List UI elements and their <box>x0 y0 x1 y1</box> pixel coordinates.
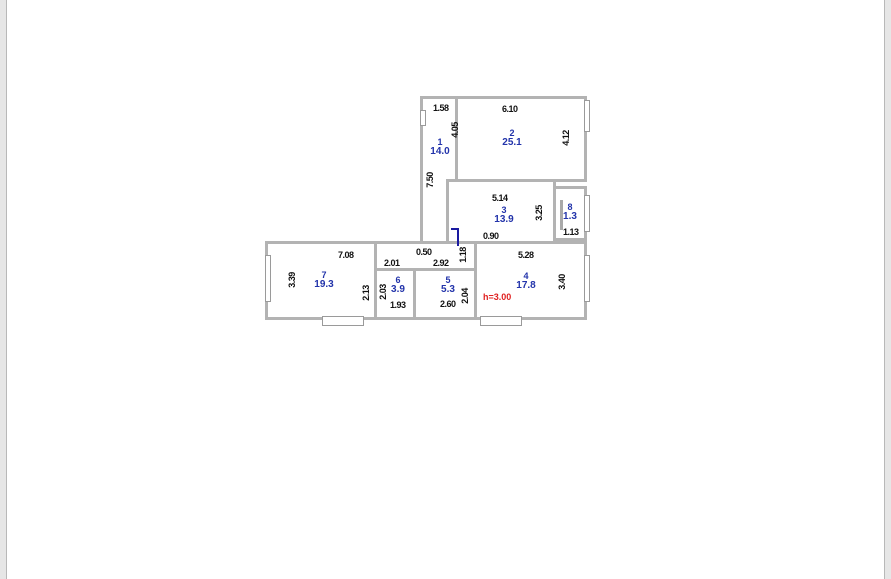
dimension-label: 5.14 <box>492 193 508 203</box>
dimension-label: 4.05 <box>449 122 460 138</box>
dimension-label: 3.39 <box>286 272 297 288</box>
dimension-label: 2.13 <box>360 285 371 301</box>
dimension-label: 2.01 <box>384 258 400 268</box>
right-edge-bar <box>884 0 891 579</box>
ceiling-height-note: h=3.00 <box>483 292 512 302</box>
room-label-3: 3 13.9 <box>494 205 514 225</box>
dimension-label: 3.25 <box>533 205 544 221</box>
room-label-2: 2 25.1 <box>502 128 522 148</box>
dimension-label: 7.50 <box>424 172 435 188</box>
dimension-label: 3.40 <box>556 274 567 290</box>
dimension-label: 1.13 <box>563 227 579 237</box>
dimension-label: 6.10 <box>502 104 518 114</box>
room-5-area <box>413 268 477 320</box>
dimension-label: 2.60 <box>440 299 456 309</box>
dimension-label: 5.28 <box>518 250 534 260</box>
dimension-label: 1.93 <box>390 300 406 310</box>
window <box>420 110 426 126</box>
window <box>584 100 590 132</box>
dimension-label: 1.18 <box>457 247 468 263</box>
room-6-area <box>374 268 416 320</box>
dimension-label: 2.03 <box>377 284 388 300</box>
room-label-1: 1 14.0 <box>430 137 450 157</box>
window <box>584 255 590 302</box>
dimension-label: 1.58 <box>433 103 449 113</box>
dimension-label: 4.12 <box>560 130 571 146</box>
dimension-label: 7.08 <box>338 250 354 260</box>
dimension-label: 2.04 <box>459 288 470 304</box>
window <box>322 316 364 326</box>
window <box>480 316 522 326</box>
room-4-area <box>474 241 587 320</box>
room-label-6: 6 3.9 <box>391 275 405 295</box>
dimension-label: 0.90 <box>483 231 499 241</box>
dimension-label: 2.92 <box>433 258 449 268</box>
room-label-7: 7 19.3 <box>314 270 334 290</box>
room-8-area <box>553 186 587 241</box>
window <box>584 195 590 232</box>
room-label-4: 4 17.8 <box>516 271 536 291</box>
room-label-5: 5 5.3 <box>441 275 455 295</box>
dimension-label: 0.50 <box>416 247 432 257</box>
left-edge-bar <box>0 0 7 579</box>
window <box>265 255 271 302</box>
room-label-8: 8 1.3 <box>563 202 577 222</box>
room-2-area <box>455 96 587 182</box>
partition <box>560 200 563 230</box>
door-marker <box>451 228 459 246</box>
